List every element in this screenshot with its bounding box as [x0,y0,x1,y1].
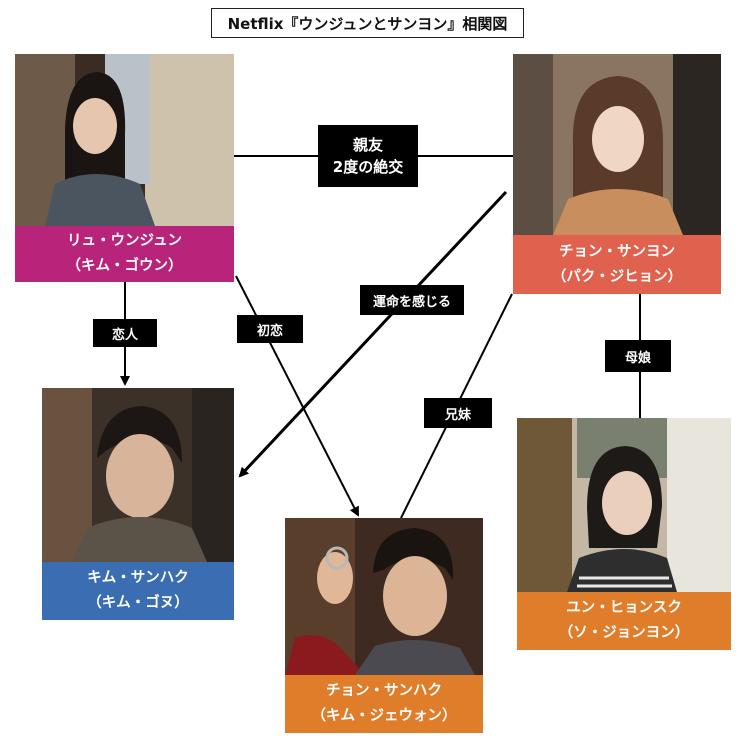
actor-name: （キム・ゴヌ） [87,595,189,611]
relation-text-fate: 運命を感じる [372,294,451,310]
name-plate-kim-sanghak: キム・サンハク （キム・ゴヌ） [42,562,234,620]
relation-text-first-love: 初恋 [256,323,283,339]
card-cheon-sanghak: チョン・サンハク （キム・ジェウォン） [285,518,483,733]
actor-name: （パク・ジヒョン） [551,268,683,285]
relation-label-fate: 運命を感じる [360,285,464,315]
fate-arrow [238,190,508,478]
photo-cheon-sangyeon [513,54,721,235]
relation-label-siblings: 兄妹 [424,398,492,428]
name-plate-cheon-sanghak: チョン・サンハク （キム・ジェウォン） [285,675,483,733]
relation-text-fallout: 2度の絶交 [332,158,404,176]
card-cheon-sangyeon: チョン・サンヨン （パク・ジヒョン） [513,54,721,294]
relation-label-lovers: 恋人 [93,319,157,347]
name-plate-ryu-eunjung: リュ・ウンジュン （キム・ゴウン） [15,226,234,282]
card-ryu-eunjung: リュ・ウンジュン （キム・ゴウン） [15,54,234,282]
photo-cheon-sanghak [285,518,483,675]
name-plate-yun-hyeonsuk: ユン・ヒョンスク （ソ・ジョンヨン） [517,592,731,650]
relation-label-first-love: 初恋 [237,315,303,343]
person-name: ユン・ヒョンスク [566,600,682,616]
photo-ryu-eunjung [15,54,234,226]
photo-yun-hyeonsuk [517,418,731,592]
relation-text-lovers: 恋人 [111,327,138,343]
person-name: チョン・サンヨン [559,243,675,260]
card-kim-sanghak: キム・サンハク （キム・ゴヌ） [42,388,234,620]
actor-name: （ソ・ジョンヨン） [558,625,690,641]
person-name: チョン・サンハク [326,683,442,699]
relation-text-friends: 親友 [352,136,383,154]
actor-name: （キム・ジェウォン） [311,708,457,724]
relation-label-friends: 親友 2度の絶交 [318,125,418,187]
name-plate-cheon-sangyeon: チョン・サンヨン （パク・ジヒョン） [513,235,721,294]
diagram-title: Netflix『ウンジュンとサンヨン』相関図 [211,8,524,38]
card-yun-hyeonsuk: ユン・ヒョンスク （ソ・ジョンヨン） [517,418,731,650]
person-name: リュ・ウンジュン [67,233,182,249]
person-name: キム・サンハク [87,570,189,586]
actor-name: （キム・ゴウン） [66,258,183,274]
photo-kim-sanghak [42,388,234,562]
relation-text-siblings: 兄妹 [444,407,471,423]
relation-text-mother-daughter: 母娘 [624,350,651,366]
relation-label-mother-daughter: 母娘 [605,340,671,372]
first-love-arrow [235,275,359,517]
